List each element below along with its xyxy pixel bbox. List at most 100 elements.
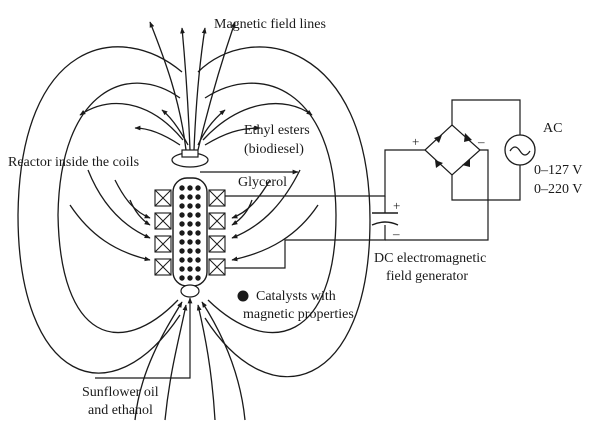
catalyst-dot bbox=[195, 203, 201, 209]
catalyst-dot bbox=[195, 221, 201, 227]
wire-bridge-minus bbox=[385, 149, 489, 241]
field-arrow-short-tl bbox=[134, 125, 181, 146]
field-arrow-top-4 bbox=[197, 21, 236, 151]
catalyst-dot bbox=[195, 275, 201, 281]
label-catalysts-1: Catalysts with bbox=[256, 289, 336, 304]
wire-ac-bottom bbox=[451, 165, 521, 201]
catalyst-dot bbox=[179, 266, 185, 272]
catalyst-dot bbox=[187, 257, 193, 263]
catalyst-dot bbox=[187, 230, 193, 236]
field-arrow-left-3 bbox=[69, 204, 151, 262]
field-line-mid-right bbox=[204, 82, 337, 334]
field-arrow-left-1 bbox=[87, 169, 151, 239]
catalyst-dots bbox=[179, 185, 201, 281]
catalyst-dot bbox=[195, 248, 201, 254]
field-arrow-left-2 bbox=[114, 179, 151, 219]
diode-3 bbox=[435, 160, 443, 168]
reactor-cap bbox=[181, 149, 199, 158]
catalyst-dot bbox=[187, 221, 193, 227]
field-arrow-top-2 bbox=[180, 27, 191, 151]
field-arrow-right-1 bbox=[231, 169, 301, 239]
label-ac: AC bbox=[543, 121, 562, 136]
label-bridge-minus: – bbox=[477, 134, 485, 149]
field-arrow-top-3 bbox=[193, 27, 207, 151]
field-arrow-bottom-1 bbox=[134, 301, 183, 421]
label-catalysts-2: magnetic properties bbox=[243, 307, 354, 322]
coil-right bbox=[208, 189, 226, 276]
field-arrow-bottom-4 bbox=[201, 301, 246, 421]
catalyst-dot bbox=[187, 203, 193, 209]
label-sunflower-2: and ethanol bbox=[88, 403, 153, 418]
catalyst-dot bbox=[187, 194, 193, 200]
catalyst-dot bbox=[179, 203, 185, 209]
catalyst-legend-dot bbox=[237, 290, 249, 302]
label-capacitor-minus: – bbox=[392, 226, 400, 241]
field-arrow-arc-tl bbox=[79, 103, 184, 141]
coil-left bbox=[154, 189, 172, 276]
catalyst-dot bbox=[187, 275, 193, 281]
inlet-pipe bbox=[95, 297, 193, 379]
wire-ac-top bbox=[451, 99, 521, 135]
field-arrow-right-3 bbox=[231, 204, 319, 262]
catalyst-dot bbox=[179, 230, 185, 236]
diode-1 bbox=[434, 135, 442, 143]
label-dc-generator-1: DC electromagnetic bbox=[374, 251, 486, 266]
wire-bottom bbox=[225, 225, 386, 269]
label-glycerol: Glycerol bbox=[238, 175, 287, 190]
reactor bbox=[154, 149, 226, 298]
catalyst-dot bbox=[195, 266, 201, 272]
catalyst-dot bbox=[179, 239, 185, 245]
magnetic-field-lines bbox=[17, 21, 371, 421]
field-line-outer-right bbox=[197, 46, 371, 378]
catalyst-dot bbox=[179, 248, 185, 254]
wire-top bbox=[225, 149, 425, 197]
catalyst-dot bbox=[179, 275, 185, 281]
field-arrow-short-tr bbox=[204, 125, 261, 146]
catalyst-dot bbox=[187, 185, 193, 191]
catalyst-dot bbox=[179, 212, 185, 218]
label-dc-generator-2: field generator bbox=[386, 269, 468, 284]
label-magnetic-field-lines: Magnetic field lines bbox=[214, 17, 326, 32]
catalyst-dot bbox=[187, 212, 193, 218]
catalyst-dot bbox=[179, 185, 185, 191]
catalyst-dot bbox=[187, 239, 193, 245]
label-bridge-plus: + bbox=[412, 134, 419, 149]
catalyst-dot bbox=[195, 185, 201, 191]
catalyst-dot bbox=[195, 194, 201, 200]
field-arrow-top-1 bbox=[149, 21, 187, 151]
catalyst-dot bbox=[187, 248, 193, 254]
label-voltage-220: 0–220 V bbox=[534, 182, 582, 197]
field-arrow-right-4 bbox=[231, 199, 253, 226]
catalyst-dot bbox=[195, 212, 201, 218]
diode-4 bbox=[462, 159, 470, 167]
label-ethyl-esters: Ethyl esters bbox=[244, 123, 310, 138]
label-voltage-127: 0–127 V bbox=[534, 163, 582, 178]
label-capacitor-plus: + bbox=[393, 198, 400, 213]
field-line-outer-left bbox=[17, 46, 183, 374]
catalyst-dot bbox=[195, 230, 201, 236]
field-arrow-mini-tr bbox=[197, 109, 226, 146]
catalyst-dot bbox=[195, 257, 201, 263]
reactor-bottom-bulb bbox=[180, 284, 200, 298]
field-arrow-left-4 bbox=[129, 199, 151, 226]
ac-sine-icon bbox=[509, 146, 531, 156]
catalyst-dot bbox=[179, 194, 185, 200]
field-arrow-mini-tl bbox=[161, 109, 189, 146]
electrical-circuit bbox=[225, 99, 536, 269]
catalyst-dot bbox=[179, 257, 185, 263]
field-line-mid-left bbox=[57, 82, 181, 334]
catalyst-dot bbox=[179, 221, 185, 227]
label-reactor-inside-coils: Reactor inside the coils bbox=[8, 155, 139, 170]
diode-2 bbox=[464, 133, 472, 142]
capacitor-plate-bottom bbox=[371, 221, 399, 226]
bridge-rectifier bbox=[424, 124, 481, 176]
label-biodiesel: (biodiesel) bbox=[244, 142, 304, 157]
label-sunflower-1: Sunflower oil bbox=[82, 385, 159, 400]
field-arrow-bottom-3 bbox=[196, 304, 216, 421]
catalyst-dot bbox=[195, 239, 201, 245]
catalyst-dot bbox=[187, 266, 193, 272]
field-arrow-right-2 bbox=[231, 179, 271, 219]
field-arrow-arc-tr bbox=[202, 103, 313, 141]
